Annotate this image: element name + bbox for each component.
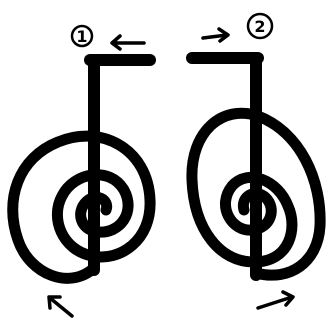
figure-2-number-badge: 2 bbox=[248, 14, 272, 38]
figure-2-top-arrow-icon bbox=[203, 29, 228, 41]
figure-1-bottom-arrow-icon bbox=[49, 297, 72, 316]
figure-1-spiral bbox=[13, 136, 150, 278]
figure-1: 1 bbox=[13, 26, 150, 316]
figure-1-top-arrow-icon bbox=[112, 36, 144, 49]
figure-2: 2 bbox=[192, 14, 320, 308]
figure-2-bottom-arrow-icon bbox=[258, 292, 293, 308]
figure-1-number-badge: 1 bbox=[72, 26, 92, 46]
figure-2-number-label: 2 bbox=[254, 17, 265, 36]
figure-1-number-label: 1 bbox=[76, 27, 87, 46]
